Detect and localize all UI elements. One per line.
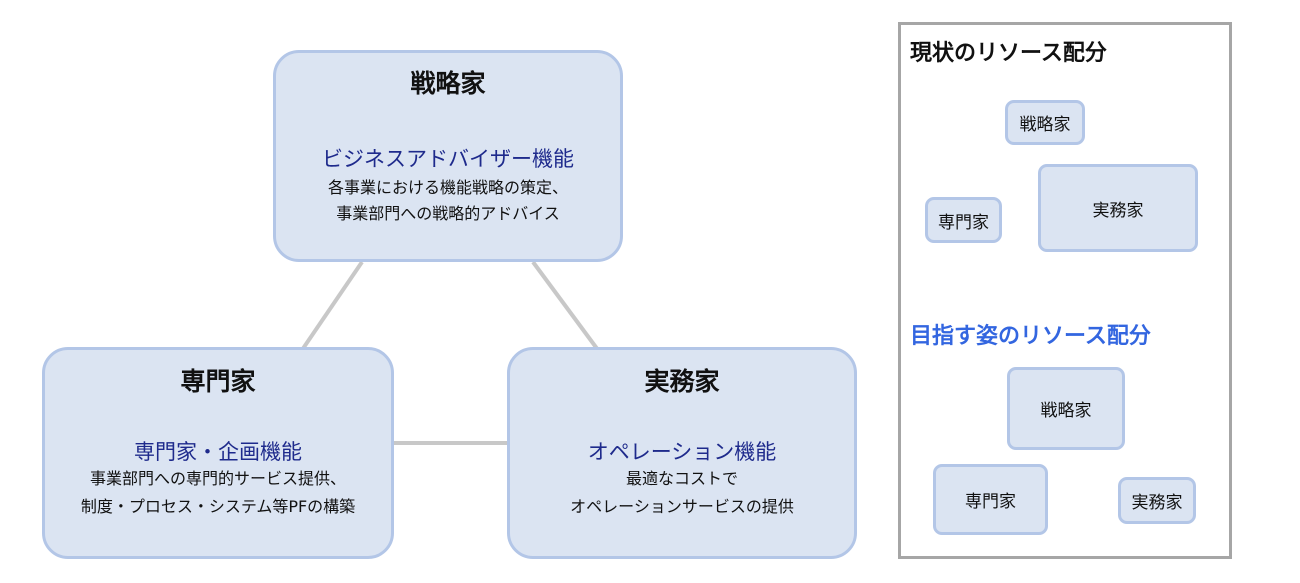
current-allocation-title: 現状のリソース配分 bbox=[910, 41, 1107, 66]
connector-strategist-practitioner bbox=[531, 260, 600, 352]
target-practitioner-box: 実務家 bbox=[1118, 477, 1196, 524]
specialist-title: 専門家 bbox=[180, 367, 256, 396]
strategist-function: ビジネスアドバイザー機能 bbox=[322, 147, 574, 171]
strategist-desc-line2: 事業部門への戦略的アドバイス bbox=[336, 204, 560, 223]
specialist-function: 専門家・企画機能 bbox=[134, 440, 302, 464]
current-specialist-box: 専門家 bbox=[925, 197, 1002, 243]
strategist-desc-line1: 各事業における機能戦略の策定、 bbox=[327, 178, 568, 197]
specialist-node: 専門家 専門家・企画機能 事業部門への専門的サービス提供、 制度・プロセス・シス… bbox=[42, 347, 394, 559]
target-strategist-box: 戦略家 bbox=[1007, 367, 1125, 450]
target-allocation-title: 目指す姿のリソース配分 bbox=[910, 324, 1151, 349]
practitioner-function: オペレーション機能 bbox=[587, 440, 777, 464]
current-practitioner-box: 実務家 bbox=[1038, 164, 1198, 252]
specialist-desc-line1: 事業部門への専門的サービス提供、 bbox=[89, 469, 346, 488]
practitioner-desc-line1: 最適なコストで bbox=[625, 469, 738, 488]
specialist-desc-line2: 制度・プロセス・システム等PFの構築 bbox=[80, 497, 356, 516]
practitioner-title: 実務家 bbox=[644, 367, 720, 396]
practitioner-desc-line2: オペレーションサービスの提供 bbox=[570, 497, 794, 516]
connector-strategist-specialist bbox=[300, 260, 364, 352]
strategist-title: 戦略家 bbox=[410, 69, 486, 98]
practitioner-node: 実務家 オペレーション機能 最適なコストで オペレーションサービスの提供 bbox=[507, 347, 857, 559]
current-strategist-box: 戦略家 bbox=[1005, 100, 1085, 145]
strategist-node: 戦略家 ビジネスアドバイザー機能 各事業における機能戦略の策定、 事業部門への戦… bbox=[273, 50, 623, 262]
target-specialist-box: 専門家 bbox=[933, 464, 1048, 535]
